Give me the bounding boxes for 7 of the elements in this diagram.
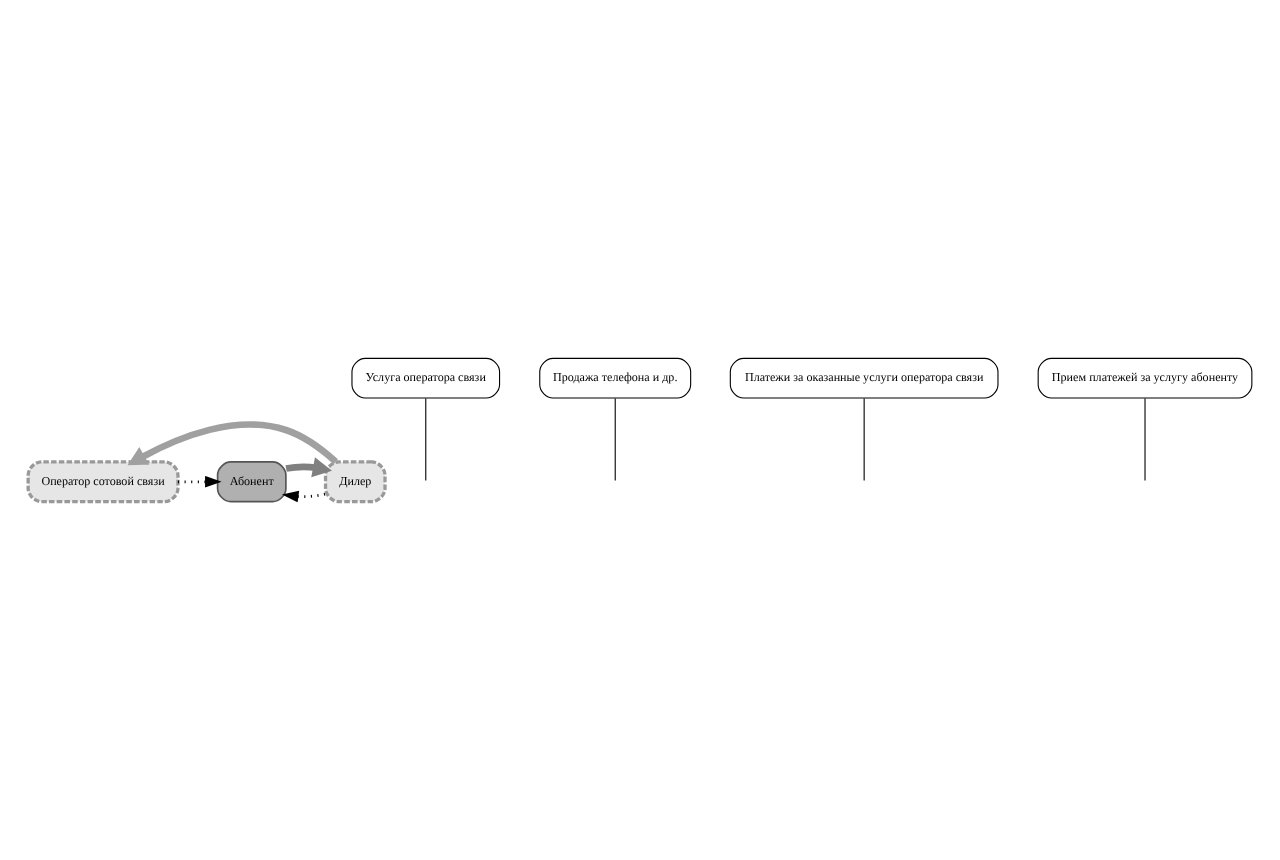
arrow [282, 490, 326, 503]
arrow [285, 457, 332, 478]
arrow [127, 421, 338, 466]
connector [425, 397, 427, 482]
connector [863, 397, 865, 482]
connector [614, 397, 616, 482]
arrow [178, 475, 222, 488]
